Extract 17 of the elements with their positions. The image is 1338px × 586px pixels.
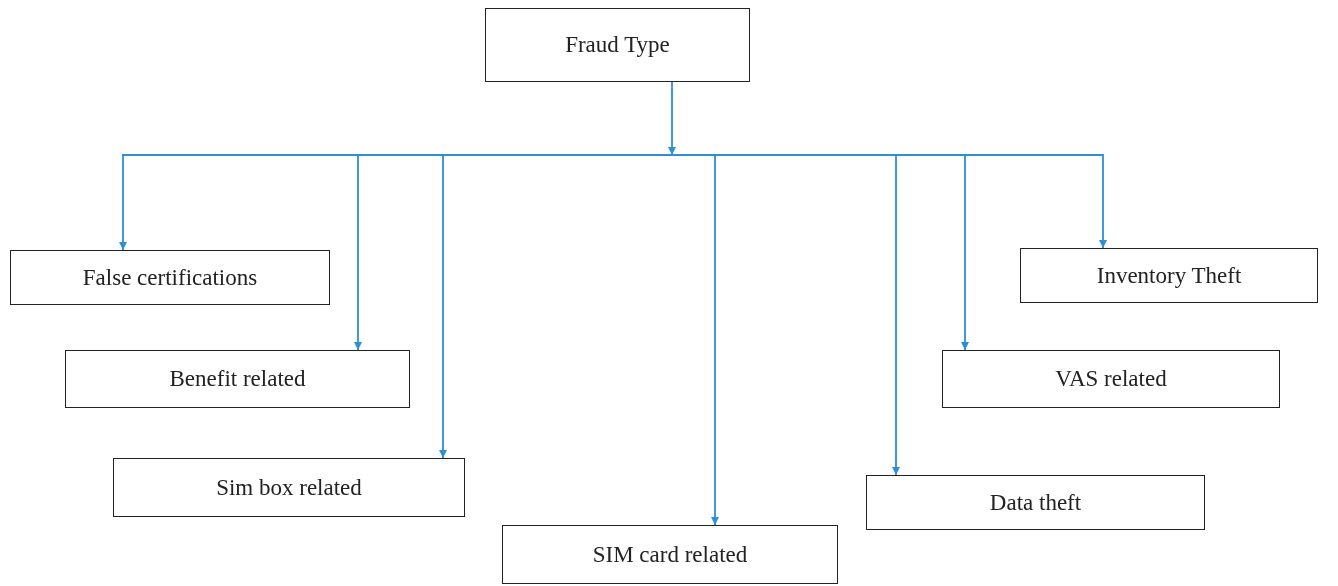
box-label: SIM card related <box>592 541 748 568</box>
box-label: Fraud Type <box>565 32 670 58</box>
box-label: False certifications <box>82 264 258 291</box>
box-label: VAS related <box>1055 366 1167 392</box>
category-box <box>10 250 330 305</box>
box-label: Inventory Theft <box>1096 262 1242 289</box>
box-label: Benefit related <box>169 366 306 392</box>
box-label: Sim box related <box>216 474 362 501</box>
category-box <box>866 475 1205 530</box>
category-box <box>942 350 1280 408</box>
category-box <box>1020 248 1318 303</box>
arrow <box>668 81 676 156</box>
box-label: Data theft <box>989 489 1082 516</box>
category-box <box>65 350 410 408</box>
category-box <box>113 458 465 517</box>
category-box <box>485 8 750 82</box>
category-box <box>502 525 838 584</box>
